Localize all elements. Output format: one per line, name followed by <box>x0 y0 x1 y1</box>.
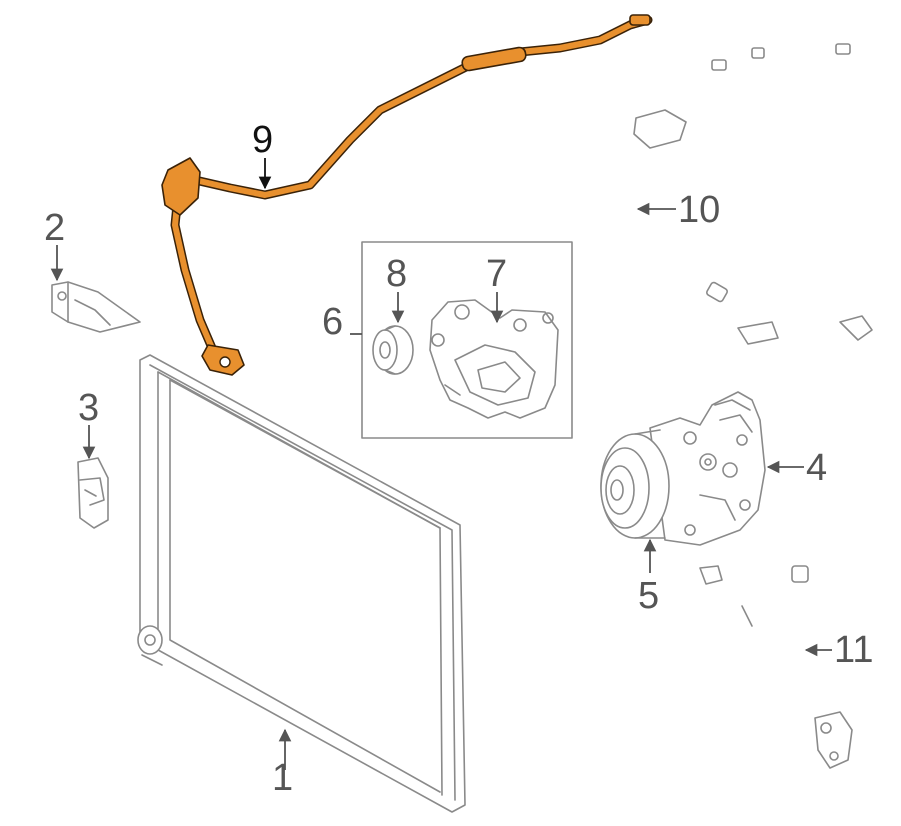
liquid-line[interactable] <box>698 565 853 769</box>
discharge-hose-highlighted[interactable] <box>161 14 653 376</box>
callout-10: 10 <box>678 189 720 231</box>
condenser[interactable] <box>137 354 466 813</box>
bracket-2[interactable] <box>51 281 141 333</box>
compressor[interactable] <box>649 391 766 546</box>
compressor-kit-box <box>361 241 573 439</box>
callout-3: 3 <box>78 387 99 429</box>
callout-7: 7 <box>486 253 507 295</box>
callout-9: 9 <box>252 119 273 161</box>
callout-5: 5 <box>638 575 659 617</box>
callout-11: 11 <box>834 629 873 671</box>
callout-6: 6 <box>322 301 343 343</box>
callout-4: 4 <box>806 447 827 489</box>
compressor-housing[interactable] <box>429 299 559 419</box>
suction-hose[interactable] <box>633 43 873 360</box>
callout-2: 2 <box>44 207 65 249</box>
callout-8: 8 <box>386 253 407 295</box>
callout-1: 1 <box>272 757 293 799</box>
bracket-3[interactable] <box>77 457 109 529</box>
clutch-assembly[interactable] <box>600 429 670 539</box>
pulley[interactable] <box>372 325 414 375</box>
